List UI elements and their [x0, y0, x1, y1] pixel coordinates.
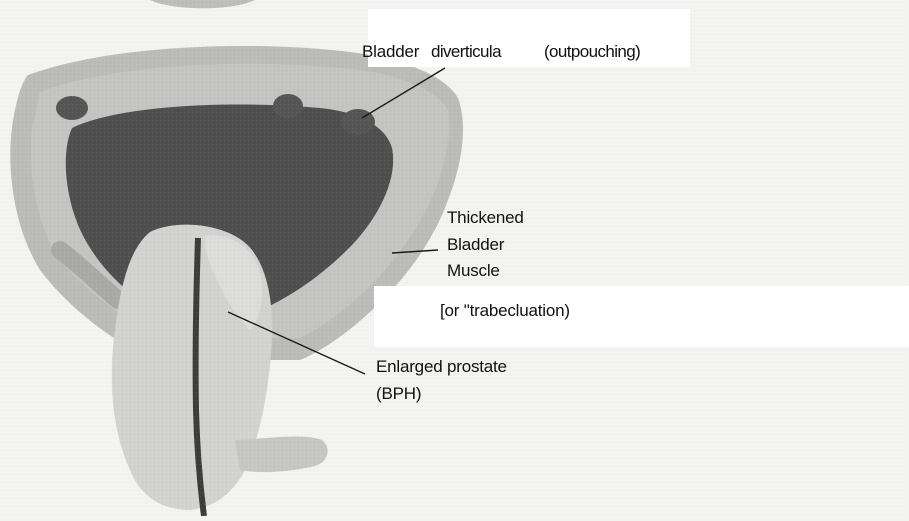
- label-diverticula-word2: diverticula: [431, 38, 501, 65]
- label-muscle-note: [or "trabecluation): [440, 297, 570, 324]
- label-diverticula-word3: (outpouching): [544, 38, 640, 65]
- label-muscle-line2: Bladder: [447, 231, 504, 258]
- label-muscle-line1: Thickened: [447, 204, 524, 231]
- label-prostate-line2: (BPH): [376, 380, 421, 407]
- label-muscle-line3: Muscle: [447, 257, 500, 284]
- label-prostate-line1: Enlarged prostate: [376, 353, 507, 380]
- label-diverticula-word1: Bladder: [362, 38, 419, 65]
